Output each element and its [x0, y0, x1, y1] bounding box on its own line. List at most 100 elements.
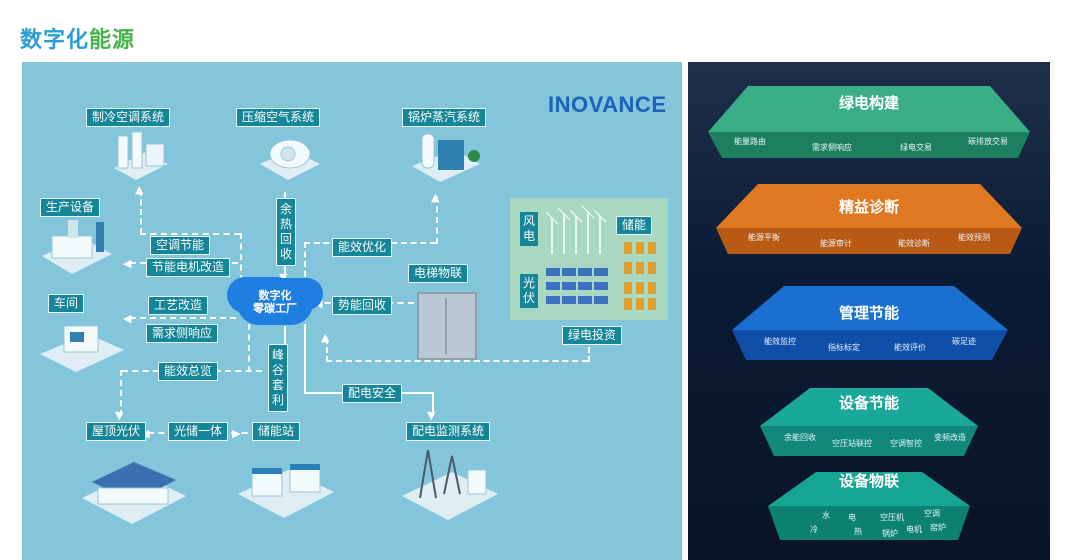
flow-potential-recovery: 势能回收 [332, 296, 393, 315]
layer-title: 设备节能 [838, 394, 899, 412]
flow-ac-saving: 空调节能 [150, 236, 211, 255]
layer-item: 余能回收 [784, 433, 816, 442]
layer-item: 热 [854, 527, 862, 536]
wind-power-label: 风电 [520, 212, 538, 246]
inovance-logo: INOVANCE [548, 92, 667, 117]
node-elevator: 电梯物联 [408, 264, 469, 283]
layer-title: 精益诊断 [838, 198, 899, 216]
flow-efficiency-overview: 能效总览 [158, 362, 219, 381]
layer-item: 能效评价 [894, 343, 926, 352]
layer-item: 电 [848, 513, 856, 522]
layer-item: 窑炉 [930, 523, 946, 532]
line [304, 242, 306, 286]
layer-item: 指标标定 [828, 343, 860, 352]
flow-peak-valley: 峰谷套利 [268, 344, 288, 412]
arrow-left-icon: ◀ [314, 297, 323, 310]
layer-item: 碳排放交易 [968, 137, 1008, 146]
elevator-illustration [417, 292, 477, 360]
arrow-left-icon: ◀ [123, 257, 132, 270]
line [436, 196, 438, 244]
arrow-up-icon: ▲ [135, 183, 144, 196]
arrow-up-icon: ▲ [321, 331, 330, 344]
layer-item: 碳足迹 [952, 337, 976, 346]
arrow-left-icon: ◀ [123, 312, 132, 325]
green-energy-panel: 风电 光伏 储能 [510, 198, 668, 320]
battery-icon [624, 242, 656, 310]
cooling-illustration [114, 131, 168, 180]
layer-item: 能量路由 [734, 137, 766, 146]
layer-item: 水 [822, 511, 830, 520]
layer-item: 能效监控 [764, 337, 796, 346]
flow-waste-heat: 余热回收 [276, 198, 296, 266]
layer-item: 绿电交易 [900, 143, 932, 152]
layer-title: 管理节能 [838, 304, 899, 322]
air-compressor-illustration [260, 139, 320, 180]
rooftop-pv-illustration [82, 462, 186, 524]
line [326, 360, 588, 362]
node-boiler-system: 锅炉蒸汽系统 [402, 108, 487, 127]
layer-item: 冷 [810, 525, 818, 534]
pyramid-layer-management-saving: 管理节能 能效监控 指标标定 能效评价 碳足迹 [688, 284, 1050, 366]
flow-process-retrofit: 工艺改造 [148, 296, 209, 315]
layer-item: 电机 [906, 525, 922, 534]
arrow-right-icon: ▶ [232, 427, 241, 440]
line [432, 392, 434, 416]
pyramid-layer-equipment-saving: 设备节能 余能回收 空压站联控 空调智控 变频改造 [688, 386, 1050, 464]
layer-item: 变频改造 [934, 433, 966, 442]
flow-motor-retrofit: 节能电机改造 [146, 258, 231, 277]
storage-station-illustration [238, 464, 334, 518]
energy-pyramid: 绿电构建 能量路由 需求侧响应 绿电交易 碳排放交易 精益诊断 能源平衡 能源审… [688, 62, 1050, 560]
layer-title: 设备物联 [838, 472, 899, 490]
pyramid-layer-equipment-iot: 设备物联 水 冷 电 热 空压机 锅炉 电机 空调 窑炉 [688, 470, 1050, 554]
line [248, 324, 250, 372]
line [240, 233, 242, 281]
zero-carbon-factory-hub: 数字化 零碳工厂 [237, 281, 313, 325]
flow-efficiency-opt: 能效优化 [332, 238, 393, 257]
node-production-equipment: 生产设备 [40, 198, 101, 217]
line [130, 317, 236, 319]
line [326, 338, 328, 362]
line [120, 370, 122, 416]
line [140, 190, 142, 234]
layer-item: 需求侧响应 [812, 143, 852, 152]
layer-item: 能源审计 [820, 239, 852, 248]
node-rooftop-pv: 屋顶光伏 [86, 422, 147, 441]
node-workshop: 车间 [48, 294, 85, 313]
storage-label: 储能 [616, 216, 653, 235]
node-air-system: 压缩空气系统 [236, 108, 321, 127]
layer-title: 绿电构建 [838, 94, 899, 112]
boiler-illustration [412, 133, 480, 182]
flow-demand-response: 需求侧响应 [146, 324, 219, 343]
wind-turbine-icon [545, 205, 607, 254]
layer-item: 能效预测 [958, 233, 990, 242]
layer-item: 空压机 [880, 513, 904, 522]
distribution-monitor-illustration [402, 449, 498, 520]
flow-distribution-safety: 配电安全 [342, 384, 403, 403]
arrow-down-icon: ▼ [115, 409, 124, 422]
flow-green-invest: 绿电投资 [562, 326, 623, 345]
production-equipment-illustration [42, 220, 112, 274]
layer-item: 空调 [924, 509, 940, 518]
node-storage-station: 储能站 [252, 422, 301, 441]
pyramid-layer-green-power: 绿电构建 能量路由 需求侧响应 绿电交易 碳排放交易 [688, 84, 1050, 164]
flow-pv-storage: 光储一体 [168, 422, 229, 441]
layer-item: 能源平衡 [748, 233, 780, 242]
arrow-down-icon: ▼ [427, 409, 436, 422]
arrow-down-icon: ▼ [279, 271, 288, 284]
layer-item: 能效诊断 [898, 239, 930, 248]
energy-diagram: INOVANCE 风电 光伏 储能 [22, 62, 682, 560]
workshop-illustration [40, 325, 124, 372]
solar-panel-icon [546, 268, 608, 304]
line [588, 338, 590, 362]
layer-item: 空调智控 [890, 439, 922, 448]
layer-item: 空压站联控 [832, 439, 872, 448]
pyramid-layer-lean-diagnosis: 精益诊断 能源平衡 能源审计 能效诊断 能效预测 [688, 182, 1050, 262]
arrow-up-icon: ▲ [431, 191, 440, 204]
layer-item: 锅炉 [882, 529, 898, 538]
line [140, 233, 240, 235]
page-title: 数字化能源 [20, 28, 136, 53]
node-distribution-monitor: 配电监测系统 [406, 422, 491, 441]
node-cooling-system: 制冷空调系统 [86, 108, 171, 127]
line [304, 324, 306, 394]
pv-label: 光伏 [520, 274, 538, 308]
